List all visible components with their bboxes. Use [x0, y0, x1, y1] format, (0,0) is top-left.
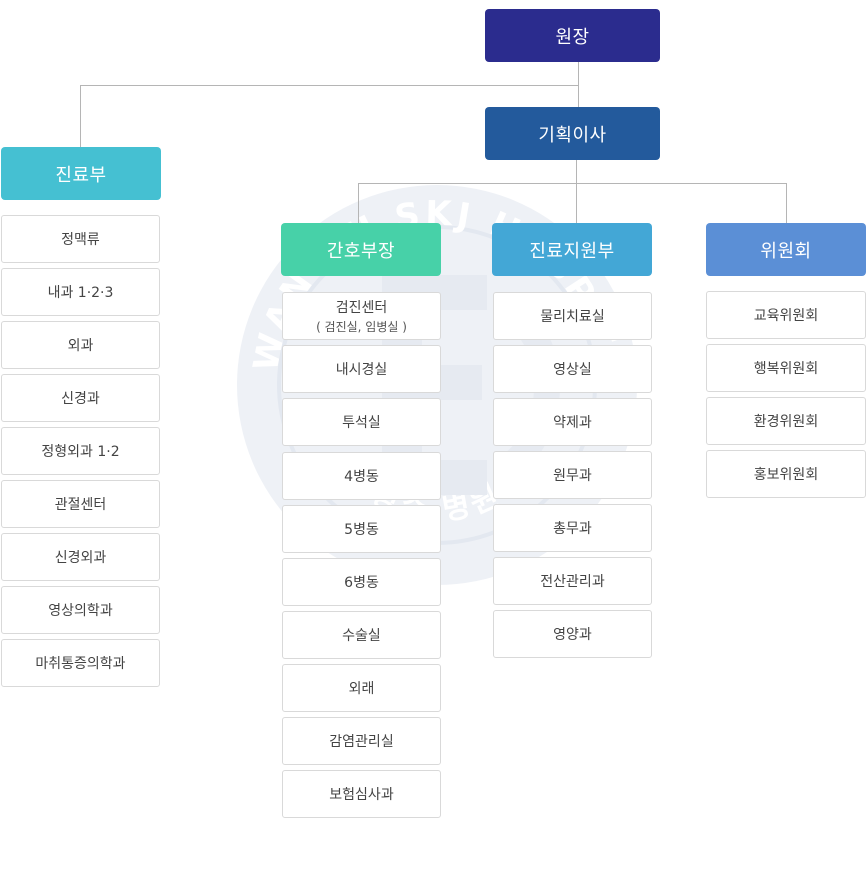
nursing-item: 수술실 [282, 611, 441, 659]
medical-item: 외과 [1, 321, 160, 369]
nursing-item: 6병동 [282, 558, 441, 606]
medical-item: 신경외과 [1, 533, 160, 581]
committee-item: 교육위원회 [706, 291, 866, 339]
nursing-director-node: 간호부장 [281, 223, 441, 276]
committee-item: 행복위원회 [706, 344, 866, 392]
support-item: 약제과 [493, 398, 652, 446]
medical-item: 정형외과 1·2 [1, 427, 160, 475]
committee-item: 홍보위원회 [706, 450, 866, 498]
nursing-item: 4병동 [282, 452, 441, 500]
nursing-item: 감염관리실 [282, 717, 441, 765]
nursing-item: 5병동 [282, 505, 441, 553]
nursing-item: 투석실 [282, 398, 441, 446]
medical-department-node: 진료부 [1, 147, 161, 200]
planning-director-node: 기획이사 [485, 107, 660, 160]
nursing-item: 외래 [282, 664, 441, 712]
support-item: 총무과 [493, 504, 652, 552]
medical-item: 내과 1·2·3 [1, 268, 160, 316]
medical-item: 관절센터 [1, 480, 160, 528]
medical-item: 영상의학과 [1, 586, 160, 634]
committee-node: 위원회 [706, 223, 866, 276]
director-node: 원장 [485, 9, 660, 62]
committee-item: 환경위원회 [706, 397, 866, 445]
medical-support-node: 진료지원부 [492, 223, 652, 276]
support-item: 물리치료실 [493, 292, 652, 340]
support-item: 영상실 [493, 345, 652, 393]
support-item: 영양과 [493, 610, 652, 658]
support-item: 원무과 [493, 451, 652, 499]
support-item: 전산관리과 [493, 557, 652, 605]
medical-item: 정맥류 [1, 215, 160, 263]
nursing-item: 보험심사과 [282, 770, 441, 818]
medical-item: 마취통증의학과 [1, 639, 160, 687]
nursing-item: 내시경실 [282, 345, 441, 393]
medical-item: 신경과 [1, 374, 160, 422]
nursing-item: 검진센터 ( 검진실, 임병실 ) [282, 292, 441, 340]
